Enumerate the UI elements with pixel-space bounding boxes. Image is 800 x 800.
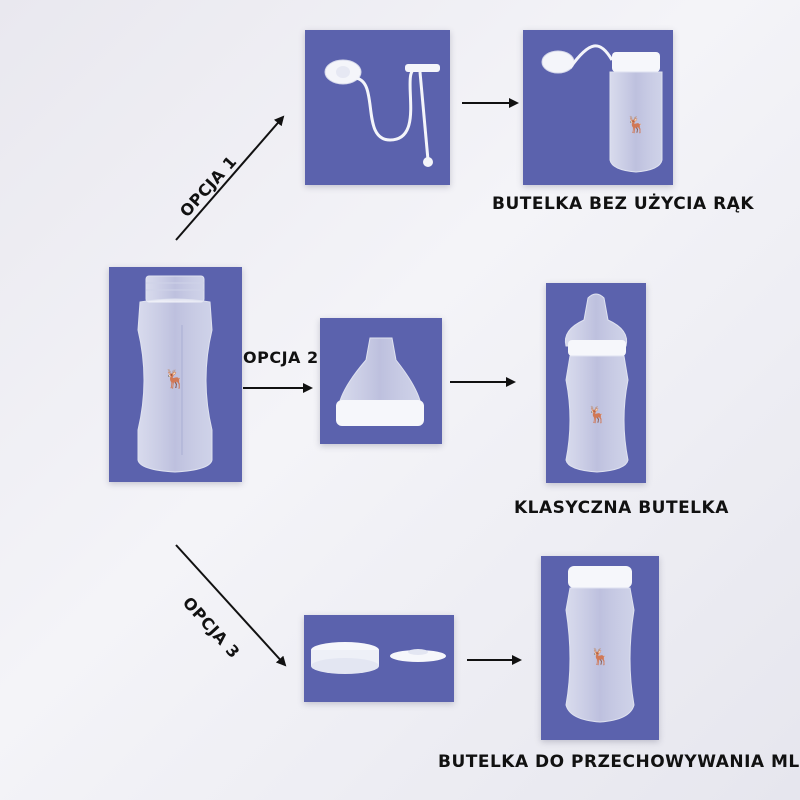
- straw-kit-icon: [324, 59, 440, 167]
- svg-text:🦌: 🦌: [590, 647, 610, 666]
- storage-caption: BUTELKA DO PRZECHOWYWANIA MLEKA: [438, 752, 800, 772]
- arrow-option3: [175, 544, 287, 667]
- base-bottle-icon: 🦌: [137, 275, 213, 473]
- hands-free-caption: BUTELKA BEZ UŻYCIA RĄK: [492, 194, 754, 214]
- svg-text:🦌: 🦌: [164, 368, 186, 390]
- lid-kit-icon: [311, 642, 446, 674]
- nipple-kit-icon: [336, 337, 424, 426]
- classic-caption: KLASYCZNA BUTELKA: [514, 498, 729, 518]
- arrow-option1: [175, 115, 285, 241]
- classic-bottle-icon: 🦌: [564, 293, 629, 473]
- option2-label: OPCJA 2: [243, 348, 319, 367]
- svg-text:🦌: 🦌: [626, 115, 646, 134]
- hands-free-bottle-icon: 🦌: [541, 44, 663, 173]
- svg-text:🦌: 🦌: [587, 405, 607, 424]
- storage-bottle-icon: 🦌: [565, 566, 635, 723]
